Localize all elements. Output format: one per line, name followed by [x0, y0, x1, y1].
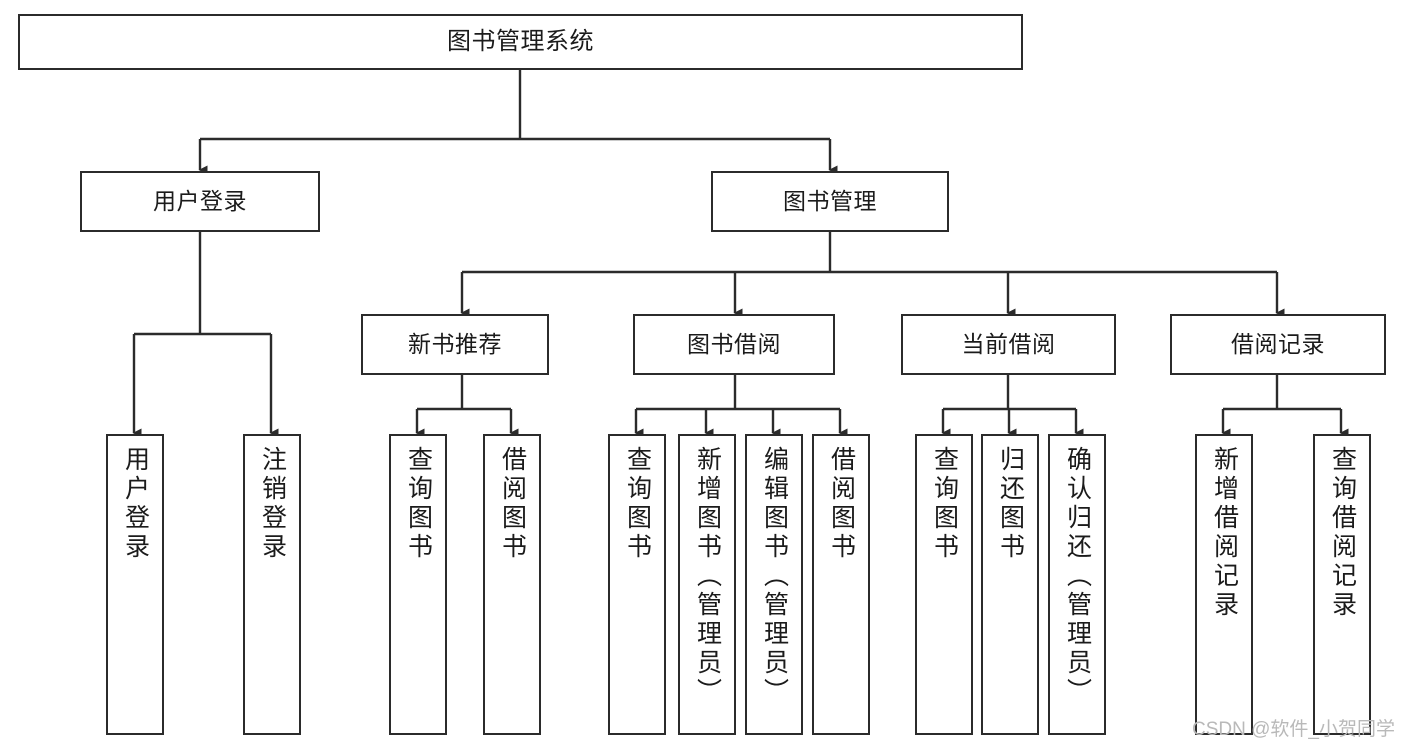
node-label: 确认归还（管理员）: [1063, 446, 1092, 707]
node-leaf-book-lend[interactable]: 借阅图书: [812, 434, 870, 735]
node-label: 用户登录: [153, 188, 247, 215]
node-label: 查询图书: [930, 446, 959, 562]
node-user-login[interactable]: 用户登录: [80, 171, 320, 232]
node-leaf-rec-search[interactable]: 查询借阅记录: [1313, 434, 1371, 735]
node-label: 新书推荐: [408, 331, 502, 358]
node-book-borrow[interactable]: 图书借阅: [633, 314, 835, 375]
node-leaf-user-logout[interactable]: 注销登录: [243, 434, 301, 735]
node-leaf-book-edit[interactable]: 编辑图书（管理员）: [745, 434, 803, 735]
watermark-label: CSDN @软件_小贺同学: [1192, 719, 1395, 740]
node-label: 图书借阅: [687, 331, 781, 358]
node-label: 查询图书: [404, 446, 433, 562]
node-label: 新增图书（管理员）: [693, 446, 722, 707]
node-new-book-rec[interactable]: 新书推荐: [361, 314, 549, 375]
node-label: 归还图书: [996, 446, 1025, 562]
node-label: 用户登录: [121, 446, 150, 562]
node-leaf-cur-confirm[interactable]: 确认归还（管理员）: [1048, 434, 1106, 735]
node-leaf-cur-return[interactable]: 归还图书: [981, 434, 1039, 735]
node-label: 注销登录: [258, 446, 287, 562]
node-leaf-book-add[interactable]: 新增图书（管理员）: [678, 434, 736, 735]
node-label: 查询借阅记录: [1328, 446, 1357, 620]
node-leaf-borrow-query[interactable]: 查询图书: [608, 434, 666, 735]
node-label: 借阅记录: [1231, 331, 1325, 358]
node-label: 编辑图书（管理员）: [760, 446, 789, 707]
node-label: 当前借阅: [961, 331, 1056, 358]
node-label: 借阅图书: [498, 446, 527, 562]
node-current-borrow[interactable]: 当前借阅: [901, 314, 1116, 375]
node-leaf-rec-query[interactable]: 查询图书: [389, 434, 447, 735]
node-leaf-user-login[interactable]: 用户登录: [106, 434, 164, 735]
node-label: 新增借阅记录: [1210, 446, 1239, 620]
node-label: 借阅图书: [827, 446, 856, 562]
node-borrow-record[interactable]: 借阅记录: [1170, 314, 1386, 375]
node-label: 图书管理: [783, 188, 877, 215]
node-root[interactable]: 图书管理系统: [18, 14, 1023, 70]
node-leaf-rec-borrow[interactable]: 借阅图书: [483, 434, 541, 735]
node-label: 查询图书: [623, 446, 652, 562]
node-book-manage[interactable]: 图书管理: [711, 171, 949, 232]
node-leaf-rec-add[interactable]: 新增借阅记录: [1195, 434, 1253, 735]
node-label: 图书管理系统: [447, 28, 594, 56]
node-leaf-cur-query[interactable]: 查询图书: [915, 434, 973, 735]
